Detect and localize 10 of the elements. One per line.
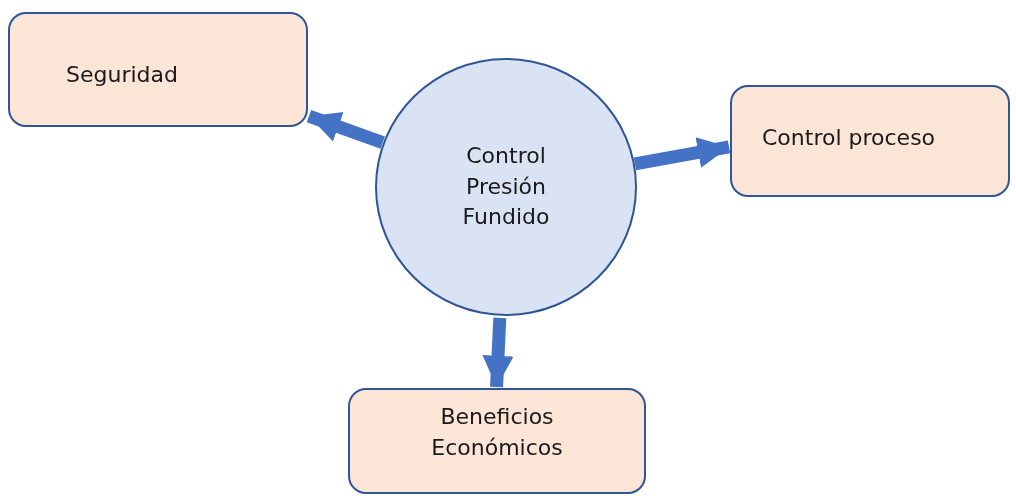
node-label: Seguridad <box>66 61 179 89</box>
node-label: Control proceso <box>762 124 937 152</box>
arrow <box>306 110 385 149</box>
topic-box <box>348 388 646 494</box>
topic-box <box>730 85 1010 197</box>
topic-box <box>8 12 308 127</box>
node-label: Control Presión Fundido <box>461 141 551 232</box>
arrow <box>633 137 731 171</box>
node-label: Beneficios Económicos <box>430 403 564 462</box>
arrow <box>482 317 514 388</box>
